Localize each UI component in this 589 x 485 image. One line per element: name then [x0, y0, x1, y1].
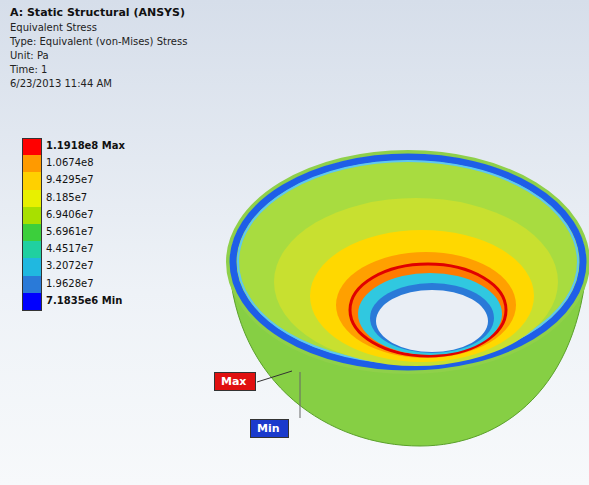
- legend-swatch: [22, 138, 42, 157]
- legend-value: 3.2072e7: [46, 260, 94, 271]
- legend-value: 1.9628e7: [46, 278, 94, 289]
- legend-swatch: [22, 276, 42, 294]
- tag-label: Max: [221, 375, 246, 388]
- legend-swatch: [22, 258, 42, 276]
- header-line: Time: 1: [10, 64, 47, 75]
- legend-value: 5.6961e7: [46, 226, 94, 237]
- tag-label: Min: [257, 422, 280, 435]
- legend-swatch: [22, 241, 42, 259]
- legend-swatch: [22, 155, 42, 173]
- legend-swatch: [22, 172, 42, 190]
- legend-swatch: [22, 224, 42, 242]
- header-line: Type: Equivalent (von-Mises) Stress: [10, 36, 187, 47]
- legend-value: 7.1835e6 Min: [46, 295, 122, 306]
- legend-value: 8.185e7: [46, 192, 87, 203]
- legend-value: 4.4517e7: [46, 243, 94, 254]
- header-line: Equivalent Stress: [10, 22, 97, 33]
- header-line: Unit: Pa: [10, 50, 49, 61]
- min-probe-tag: Min: [250, 419, 289, 438]
- legend-value: 9.4295e7: [46, 174, 94, 185]
- legend-swatch: [22, 293, 42, 312]
- legend-swatch: [22, 190, 42, 208]
- legend-value: 1.1918e8 Max: [46, 140, 125, 151]
- legend-value: 6.9406e7: [46, 209, 94, 220]
- legend-swatch: [22, 207, 42, 225]
- header-title: A: Static Structural (ANSYS): [10, 6, 185, 19]
- legend-value: 1.0674e8: [46, 157, 94, 168]
- header-line: 6/23/2013 11:44 AM: [10, 78, 112, 89]
- max-probe-tag: Max: [214, 372, 256, 391]
